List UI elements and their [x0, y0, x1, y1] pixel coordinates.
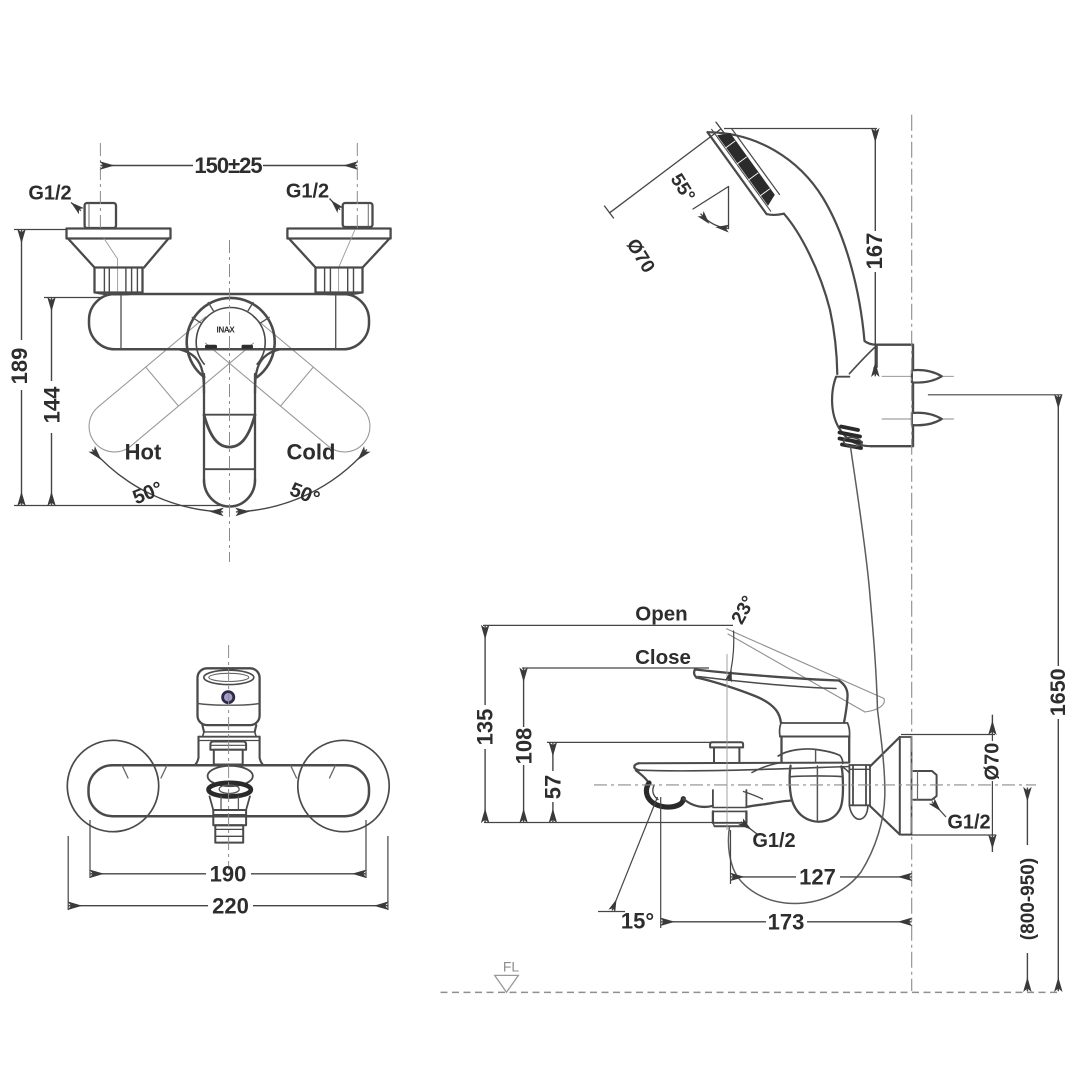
svg-text:(800-950): (800-950) — [1018, 858, 1039, 940]
svg-text:G1/2: G1/2 — [286, 181, 329, 203]
svg-text:108: 108 — [512, 728, 537, 765]
svg-text:Ø70: Ø70 — [982, 743, 1004, 781]
svg-text:220: 220 — [212, 894, 249, 919]
svg-text:Cold: Cold — [287, 440, 336, 465]
svg-text:INAX: INAX — [217, 325, 236, 334]
svg-text:Hot: Hot — [125, 440, 162, 465]
svg-text:Open: Open — [635, 603, 687, 626]
svg-text:190: 190 — [210, 862, 247, 887]
svg-text:167: 167 — [862, 233, 887, 270]
svg-text:15°: 15° — [621, 909, 654, 934]
svg-text:G1/2: G1/2 — [947, 812, 990, 834]
svg-text:189: 189 — [7, 348, 32, 385]
svg-text:173: 173 — [768, 910, 805, 935]
svg-text:57: 57 — [541, 775, 566, 799]
svg-text:G1/2: G1/2 — [752, 830, 795, 852]
svg-text:144: 144 — [40, 386, 65, 423]
svg-text:1650: 1650 — [1046, 668, 1070, 716]
svg-text:FL: FL — [503, 959, 520, 975]
svg-text:150±25: 150±25 — [194, 153, 262, 178]
svg-text:127: 127 — [799, 865, 836, 890]
svg-text:G1/2: G1/2 — [28, 183, 71, 205]
svg-text:135: 135 — [473, 709, 498, 746]
svg-text:Close: Close — [635, 646, 691, 669]
